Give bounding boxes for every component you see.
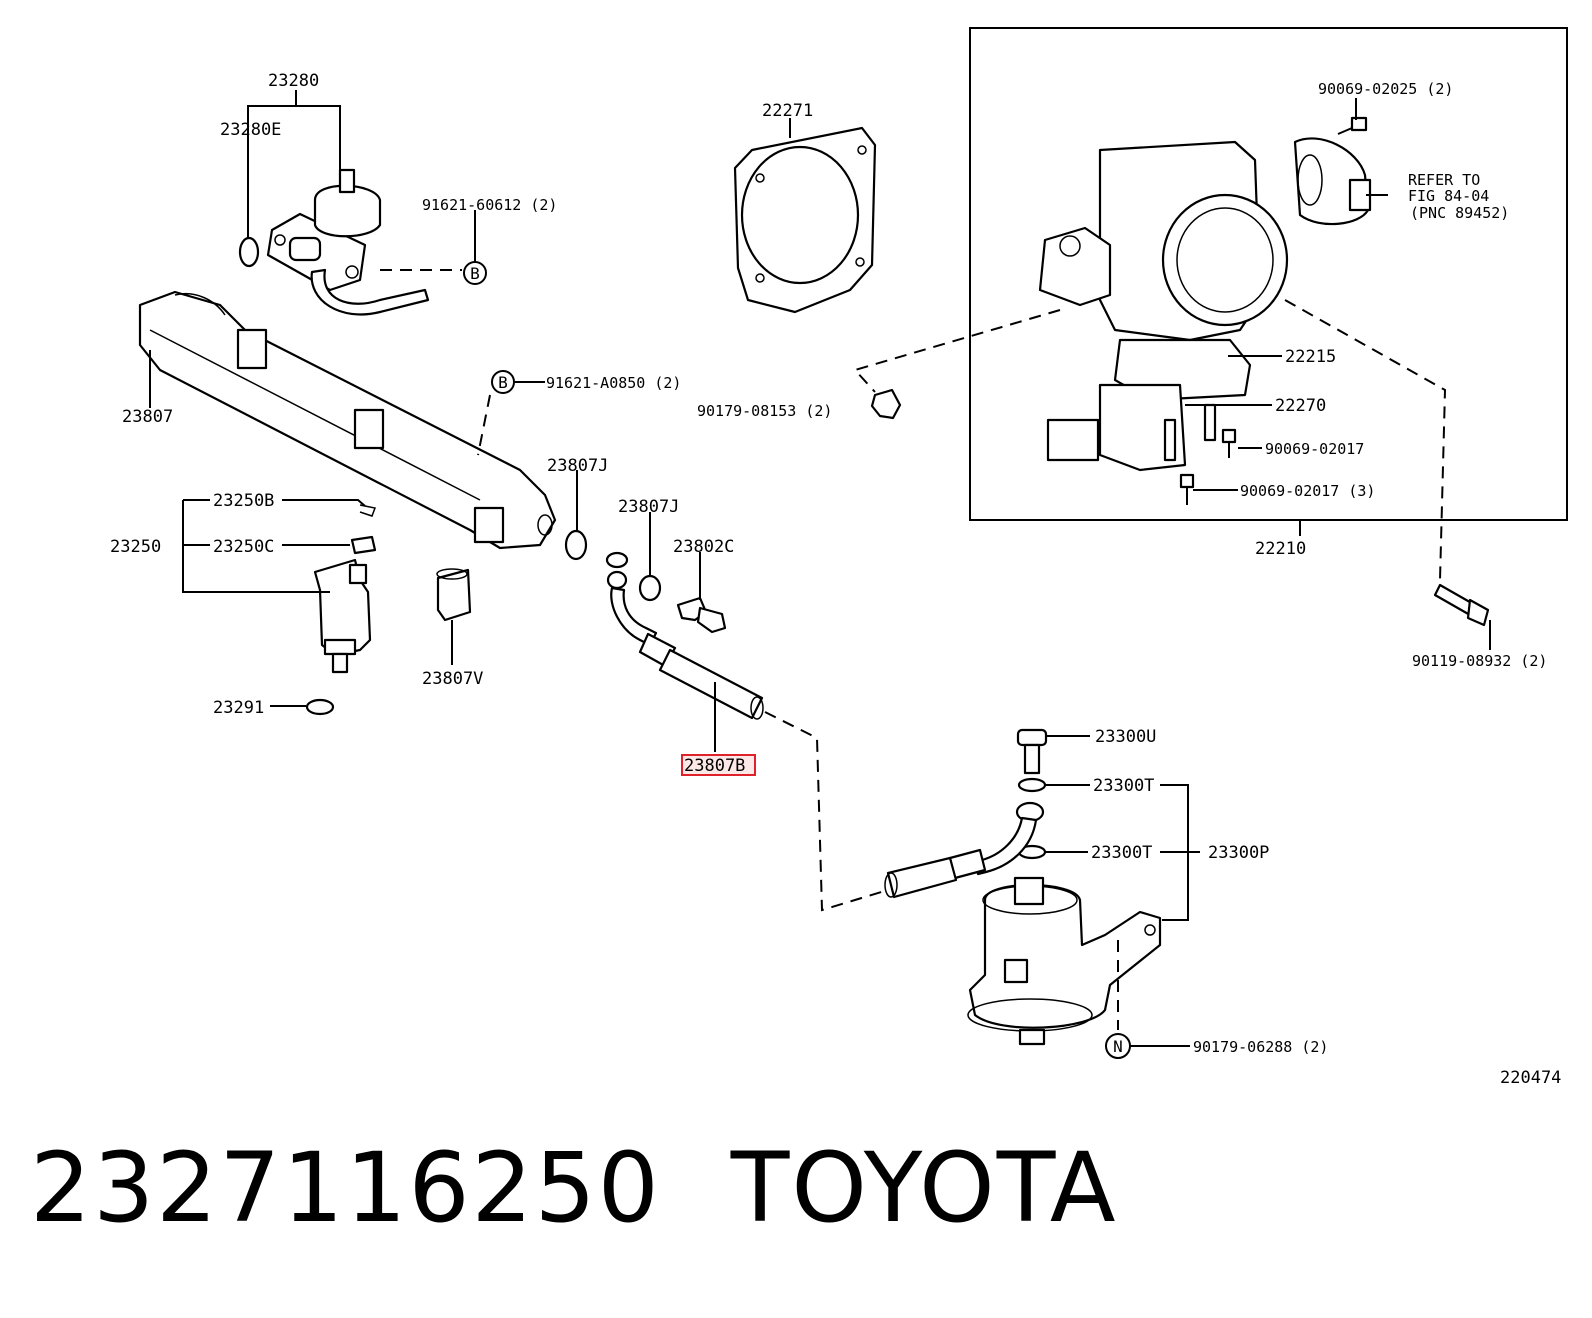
pulsation-damper-part [967,876,1162,1046]
svg-text:N: N [1113,1037,1123,1056]
svg-text:B: B [498,373,508,392]
gasket-22271-part [733,126,877,314]
svg-text:B: B [470,264,480,283]
brand-name: TOYOTA [730,1132,1118,1244]
label-refer-line1: REFER TO [1408,171,1480,189]
ref-circle-B-pipe: B [491,370,515,394]
ref-circle-B-regulator: B [463,261,487,285]
seal-23250C [350,535,377,555]
label-23250B: 23250B [213,491,274,511]
label-90069-02025: 90069-02025 (2) [1318,80,1453,98]
label-23802C: 23802C [673,537,734,557]
label-22271: 22271 [762,101,813,121]
label-23291: 23291 [213,698,264,718]
label-23300P: 23300P [1208,843,1269,863]
fuel-delivery-pipe-part [138,290,557,550]
clip-23250B [359,504,377,517]
pressure-regulator-part [266,168,430,316]
throttle-body-group-frame [969,27,1568,521]
gasket-23807J-a [564,529,588,561]
throttle-position-sensor-part [1293,137,1372,226]
part-number: 2327116250 [30,1132,661,1244]
label-23807J-b: 23807J [618,497,679,517]
label-23807J-a: 23807J [547,456,608,476]
figure-id: 220474 [1500,1068,1561,1088]
label-90119-08932: 90119-08932 (2) [1412,652,1547,670]
ref-circle-N: N [1105,1033,1131,1059]
injector-part [313,558,372,674]
parts-diagram: B B N 23280 23280E 91621-60612 (2) 22271… [110,27,1568,1088]
nut-90179-08153 [870,388,902,420]
screw-90069-02017-3 [1179,473,1195,505]
label-22210: 22210 [1255,539,1306,559]
label-23807B: 23807B [684,756,745,776]
screw-90069-02017 [1221,428,1237,458]
throttle-body-part [1038,140,1289,472]
bolt-90119-08932 [1433,583,1490,627]
label-23300T-a: 23300T [1093,776,1154,796]
gasket-23300T-a [1017,777,1047,793]
label-refer-line3: (PNC 89452) [1410,204,1509,222]
footer-caption: 2327116250 TOYOTA [30,1128,1118,1248]
label-22270: 22270 [1275,396,1326,416]
union-bolt-23802C [676,596,727,634]
label-23250: 23250 [110,537,161,557]
gasket-23807J-b [638,574,662,602]
label-23807V: 23807V [422,669,483,689]
screw-23300U [1016,728,1048,775]
label-23300T-b: 23300T [1091,843,1152,863]
highlight-box-23807B [681,754,756,776]
label-90179-08153: 90179-08153 (2) [697,402,832,420]
o-ring-23280E [238,236,260,268]
dashed-connector-lines [380,269,1447,1030]
label-90069-02017: 90069-02017 [1265,440,1364,458]
label-91621-A0850: 91621-A0850 (2) [546,374,681,392]
leader-lines [149,90,1491,1047]
fuel-hose-23807B [605,551,764,720]
label-90179-06288: 90179-06288 (2) [1193,1038,1328,1056]
label-22215: 22215 [1285,347,1336,367]
label-23280E: 23280E [220,120,281,140]
label-23250C: 23250C [213,537,274,557]
label-91621-60612: 91621-60612 (2) [422,196,557,214]
screw-90069-02025 [1337,116,1368,135]
label-90069-02017-3: 90069-02017 (3) [1240,482,1375,500]
label-23807: 23807 [122,407,173,427]
label-23280: 23280 [268,71,319,91]
insulator-23291 [305,698,335,716]
damper-hose-part [884,801,1045,899]
label-refer-line2: FIG 84-04 [1408,187,1489,205]
label-23300U: 23300U [1095,727,1156,747]
spacer-23807V [436,568,472,622]
